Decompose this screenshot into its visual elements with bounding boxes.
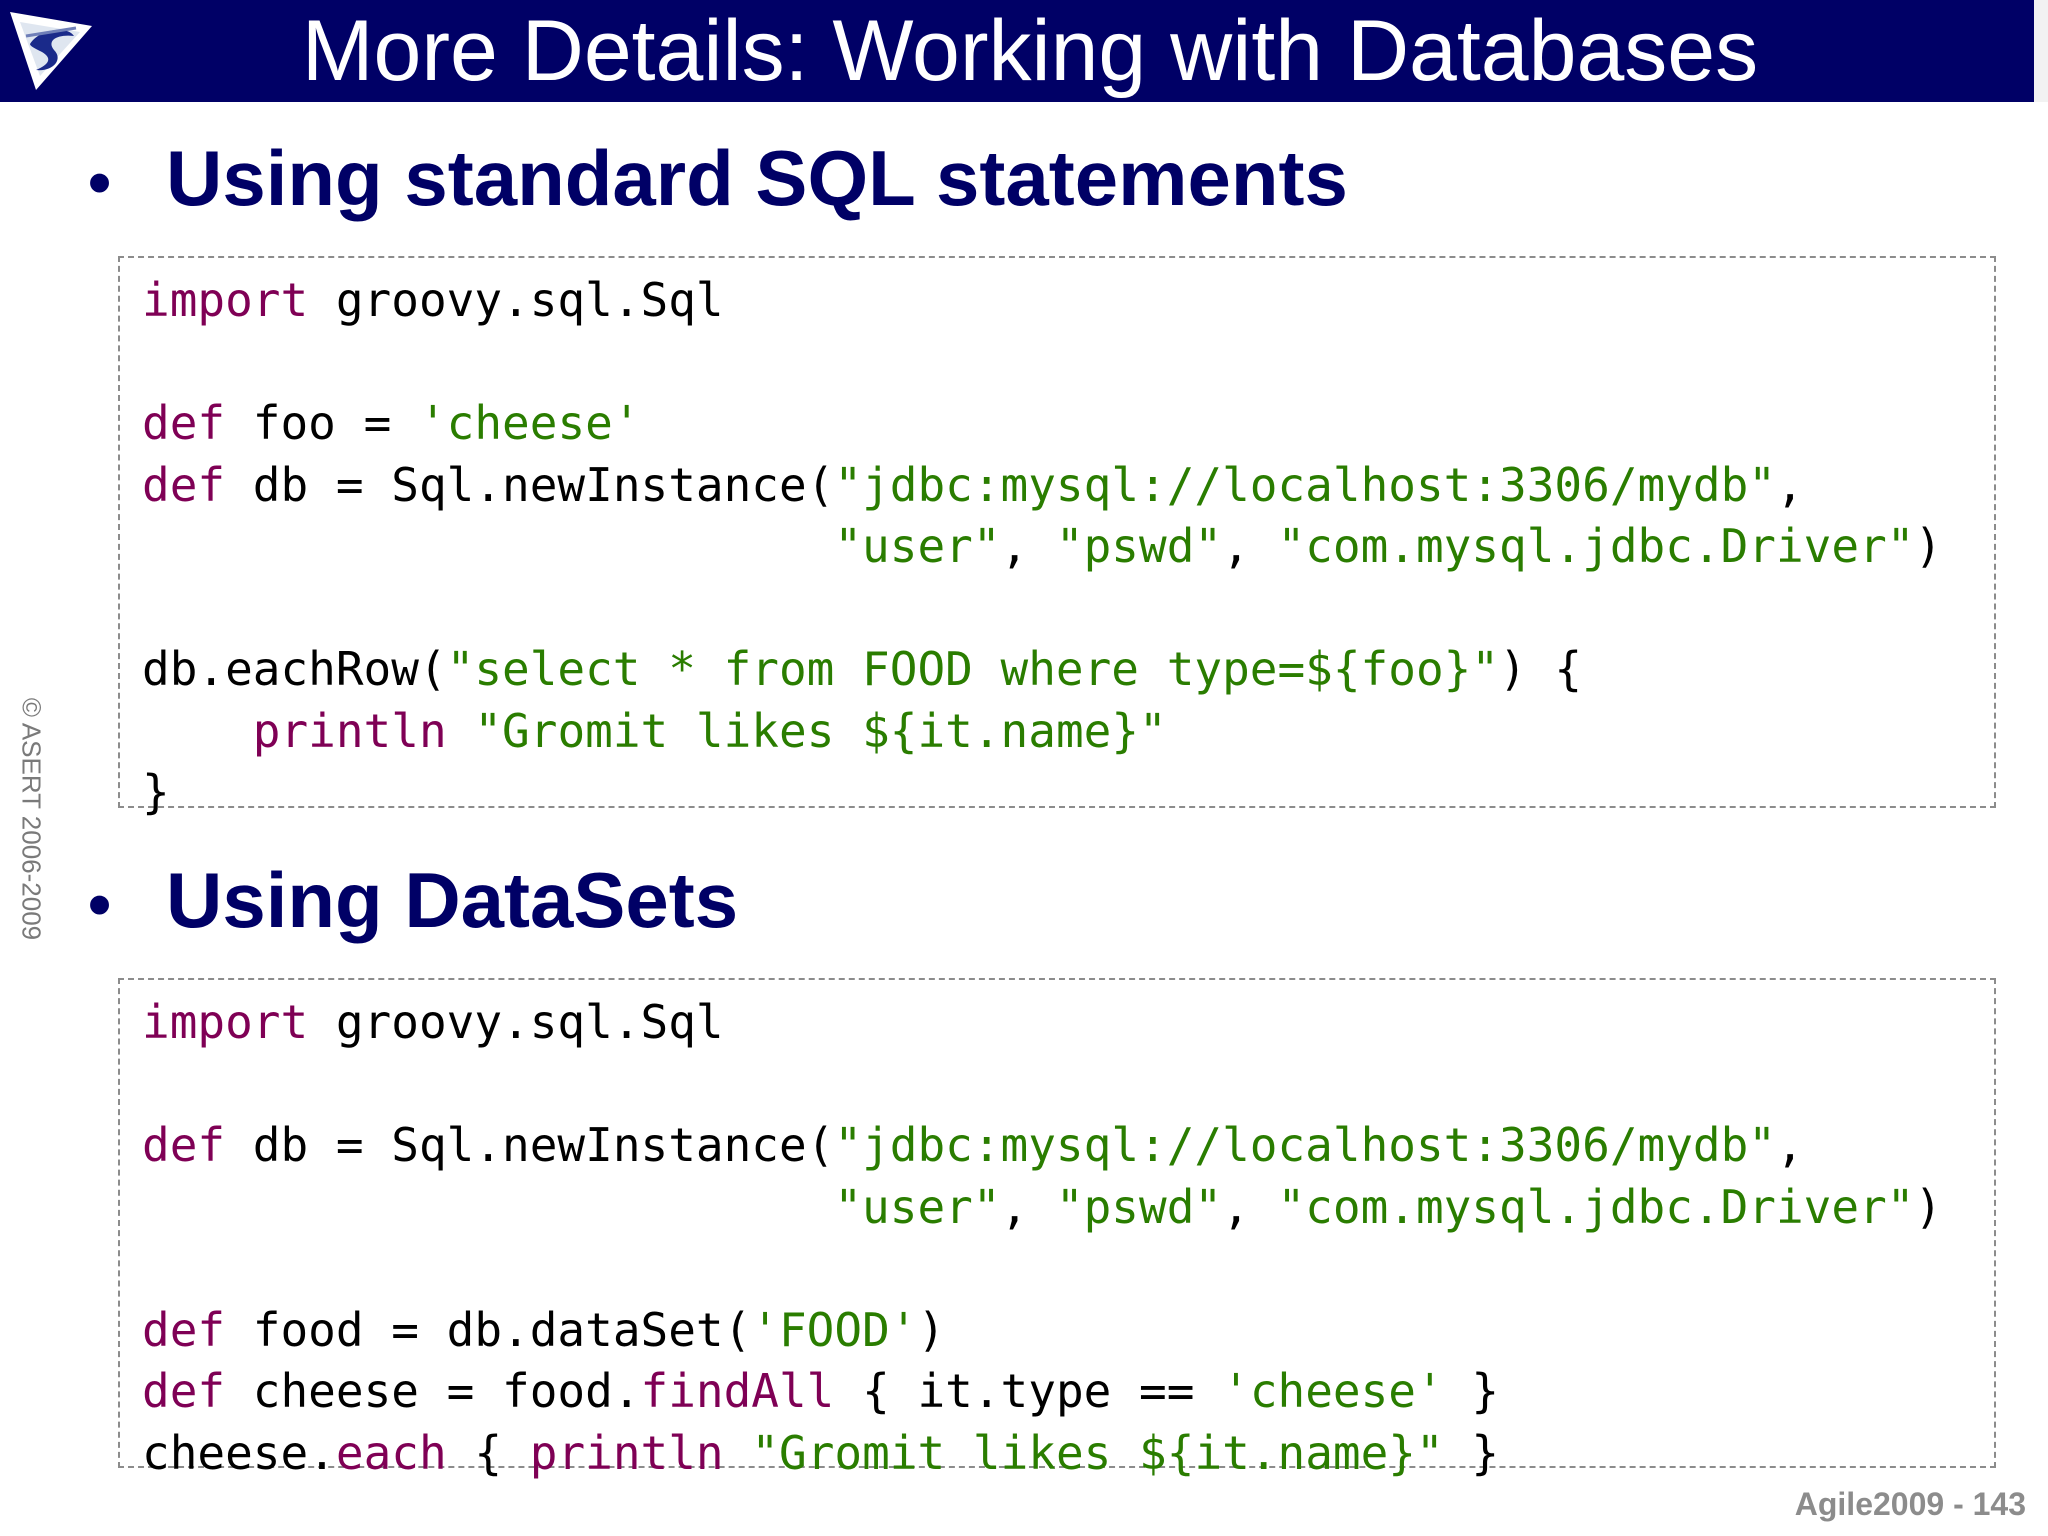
- code-text: [142, 704, 253, 758]
- code-string: 'cheese': [418, 396, 641, 450]
- code-text: [724, 1426, 752, 1480]
- code-text: db = Sql.newInstance(: [225, 457, 835, 512]
- code-text: cheese = food.: [225, 1364, 641, 1418]
- code-listing: import groovy.sql.Sql def db = Sql.newIn…: [142, 992, 1942, 1484]
- code-line: [142, 578, 1942, 640]
- code-keyword: each: [335, 1425, 447, 1480]
- code-keyword: def: [142, 1364, 226, 1418]
- code-text: ,: [1222, 1179, 1278, 1234]
- code-line: [142, 1054, 1942, 1116]
- code-text: ,: [1000, 1179, 1056, 1234]
- code-line: "user", "pswd", "com.mysql.jdbc.Driver"): [142, 516, 1942, 578]
- code-string: "com.mysql.jdbc.Driver": [1277, 519, 1915, 573]
- code-string: "jdbc:mysql://localhost:3306/mydb": [834, 457, 1776, 512]
- code-keyword: def: [142, 396, 226, 450]
- code-text: ,: [1000, 519, 1056, 573]
- bullet-dot: •: [88, 867, 112, 941]
- code-string: "Gromit likes ${it.name}": [474, 703, 1167, 758]
- code-string: "user": [834, 519, 1001, 573]
- code-text: foo =: [225, 396, 419, 450]
- code-keyword: def: [142, 1302, 226, 1357]
- code-text: }: [1443, 1364, 1500, 1418]
- code-keyword: import: [142, 273, 309, 327]
- section-heading-text: Using DataSets: [166, 856, 739, 944]
- code-text: db.eachRow(: [142, 642, 447, 696]
- code-block-sql: import groovy.sql.Sql def foo = 'cheese'…: [118, 256, 1996, 819]
- code-text: groovy.sql.Sql: [308, 995, 724, 1049]
- code-text: [142, 1180, 834, 1234]
- code-text: cheese.: [142, 1425, 336, 1480]
- code-text: food = db.dataSet(: [225, 1302, 752, 1357]
- copyright-text: © ASERT 2006-2009: [16, 697, 47, 941]
- code-line: [142, 1238, 1942, 1300]
- code-line: println "Gromit likes ${it.name}": [142, 701, 1942, 763]
- code-line: def cheese = food.findAll { it.type == '…: [142, 1361, 1942, 1423]
- code-string: 'cheese': [1222, 1364, 1444, 1418]
- code-string: "select * from FOOD where type=${foo}": [446, 642, 1500, 696]
- code-keyword: println: [252, 703, 447, 758]
- code-line: def foo = 'cheese': [142, 393, 1942, 455]
- slide-footer: Agile2009 - 143: [1794, 1486, 2026, 1522]
- code-text: ,: [1775, 457, 1804, 512]
- code-block-datasets: import groovy.sql.Sql def db = Sql.newIn…: [118, 978, 1996, 1480]
- code-text: ): [1914, 1179, 1943, 1234]
- code-text: ,: [1775, 1118, 1804, 1172]
- code-keyword: import: [142, 995, 309, 1049]
- code-text: groovy.sql.Sql: [308, 273, 724, 327]
- code-line: def db = Sql.newInstance("jdbc:mysql://l…: [142, 1115, 1942, 1177]
- title-bar-accent: [2034, 0, 2048, 102]
- code-line: cheese.each { println "Gromit likes ${it…: [142, 1423, 1942, 1485]
- code-text: ,: [1222, 519, 1278, 573]
- code-text: [447, 704, 475, 758]
- code-text: { it.type ==: [834, 1364, 1223, 1418]
- code-text: [142, 519, 834, 573]
- code-keyword: println: [529, 1425, 724, 1480]
- code-text: }: [142, 765, 170, 819]
- code-line: [142, 332, 1942, 394]
- code-string: 'FOOD': [751, 1302, 918, 1357]
- code-line: db.eachRow("select * from FOOD where typ…: [142, 639, 1942, 701]
- code-line: import groovy.sql.Sql: [142, 270, 1942, 332]
- slide-title: More Details: Working with Databases: [301, 3, 1759, 99]
- section-heading-datasets: • Using DataSets: [88, 850, 738, 954]
- code-string: "jdbc:mysql://localhost:3306/mydb": [834, 1118, 1776, 1172]
- code-line: def db = Sql.newInstance("jdbc:mysql://l…: [142, 455, 1942, 517]
- bullet-dot: •: [88, 145, 112, 219]
- code-keyword: findAll: [640, 1364, 835, 1418]
- code-string: "pswd": [1055, 1179, 1223, 1234]
- code-text: ) {: [1499, 642, 1583, 696]
- code-line: }: [142, 762, 1942, 824]
- code-listing: import groovy.sql.Sql def foo = 'cheese'…: [142, 270, 1942, 824]
- code-text: ): [1914, 519, 1943, 573]
- code-string: "pswd": [1055, 519, 1223, 573]
- code-text: db = Sql.newInstance(: [225, 1118, 835, 1172]
- asert-logo-icon: [10, 12, 92, 90]
- section-heading-sql: • Using standard SQL statements: [88, 128, 1348, 232]
- code-text: }: [1443, 1425, 1500, 1480]
- code-string: "Gromit likes ${it.name}": [751, 1425, 1444, 1480]
- code-string: "com.mysql.jdbc.Driver": [1277, 1179, 1915, 1234]
- code-line: import groovy.sql.Sql: [142, 992, 1942, 1054]
- code-keyword: def: [142, 457, 226, 512]
- code-line: def food = db.dataSet('FOOD'): [142, 1300, 1942, 1362]
- code-text: ): [917, 1302, 946, 1357]
- code-line: "user", "pswd", "com.mysql.jdbc.Driver"): [142, 1177, 1942, 1239]
- code-text: {: [446, 1425, 530, 1480]
- copyright-notice: © ASERT 2006-2009: [4, 684, 58, 954]
- code-string: "user": [834, 1179, 1001, 1234]
- title-bar: More Details: Working with Databases: [0, 0, 2048, 102]
- section-heading-text: Using standard SQL statements: [166, 134, 1348, 222]
- code-keyword: def: [142, 1118, 226, 1172]
